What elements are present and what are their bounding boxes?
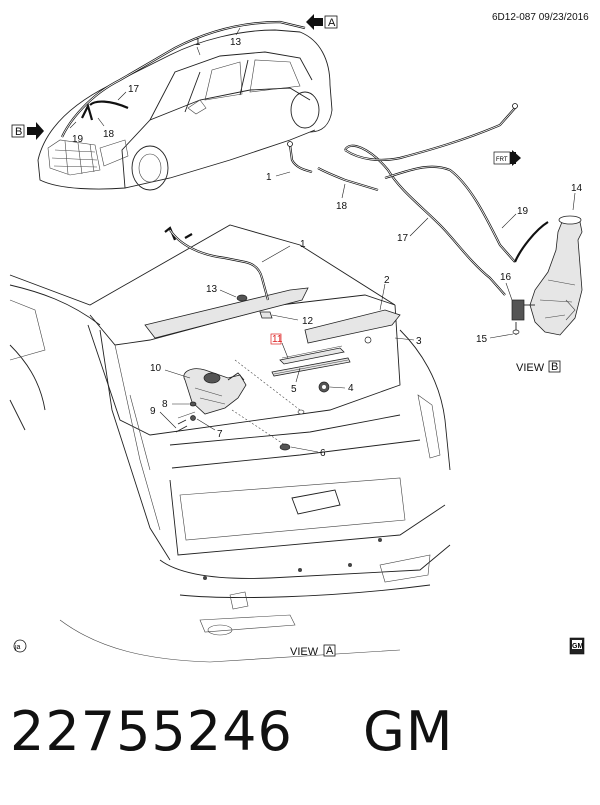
washer-reservoir — [511, 215, 583, 336]
part-number-footer: 22755246 GM — [10, 700, 453, 763]
hose-callouts: 1 18 17 19 14 16 15 — [266, 171, 583, 345]
view-b-caption-text: VIEW — [516, 362, 545, 374]
diagram-code: 6D12-087 09/23/2016 — [492, 12, 589, 23]
callout-17-hose: 17 — [397, 233, 409, 244]
callout-3: 3 — [416, 336, 422, 347]
callout-1-overview: 1 — [195, 37, 201, 48]
grommet-13 — [236, 294, 248, 302]
part-number: 22755246 — [10, 700, 293, 763]
callout-14: 14 — [571, 183, 583, 194]
callout-16: 16 — [500, 272, 512, 283]
callout-10: 10 — [150, 363, 162, 374]
callout-1-hose: 1 — [266, 172, 272, 183]
view-a-caption: VIEW A — [290, 644, 336, 658]
callout-18-overview: 18 — [103, 129, 115, 140]
view-b-arrow: B — [11, 122, 44, 140]
callout-19-overview: 19 — [72, 134, 84, 145]
callout-1-rear: 1 — [300, 239, 306, 250]
view-b-caption-tag: B — [551, 361, 558, 373]
washer-hose-assembly — [287, 103, 549, 296]
callout-5: 5 — [291, 384, 297, 395]
wiper-motor — [183, 368, 247, 415]
view-a-caption-text: VIEW — [290, 646, 319, 658]
brand-name: GM — [363, 700, 454, 763]
overview-callouts: 1 13 17 19 18 — [69, 27, 242, 145]
washer-nozzle — [259, 311, 273, 319]
callout-7: 7 — [217, 429, 223, 440]
gm-logo-small: GM — [569, 637, 585, 655]
view-a-caption-tag: A — [326, 645, 334, 657]
rear-car-body — [9, 224, 451, 663]
view-a-arrow: A — [306, 14, 338, 30]
callout-6: 6 — [320, 448, 326, 459]
view-b-tag: B — [15, 126, 22, 138]
overview-car — [37, 20, 333, 191]
callout-12: 12 — [302, 316, 314, 327]
callout-13-rear: 13 — [206, 284, 218, 295]
explode-lines — [231, 359, 305, 446]
forward-arrow: FRT — [493, 150, 521, 166]
callout-17-overview: 17 — [128, 84, 140, 95]
callout-9: 9 — [150, 406, 156, 417]
wiper-blade — [271, 357, 351, 377]
view-b-caption: VIEW B — [516, 360, 561, 374]
callout-8: 8 — [162, 399, 168, 410]
gm-logo-small-text: GM — [572, 643, 583, 650]
view-a-tag: A — [328, 17, 336, 29]
callout-15: 15 — [476, 334, 488, 345]
small-fasteners — [175, 401, 197, 433]
wiper-arm — [279, 309, 401, 365]
callout-18-hose: 18 — [336, 201, 348, 212]
callout-2: 2 — [384, 275, 390, 286]
callout-13-overview: 13 — [230, 37, 242, 48]
rear-callouts: 1 13 12 2 3 11 10 5 4 8 9 7 6 — [150, 239, 422, 459]
ja-badge: ja — [13, 639, 27, 653]
callout-4: 4 — [348, 383, 354, 394]
parts-diagram: 6D12-087 09/23/2016 1 13 17 — [9, 12, 589, 663]
ja-badge-text: ja — [14, 644, 21, 651]
forward-label: FRT — [496, 157, 508, 163]
grommet-6 — [279, 443, 291, 451]
nut-4 — [318, 381, 330, 393]
callout-19-hose: 19 — [517, 206, 529, 217]
callout-11: 11 — [272, 334, 283, 345]
rear-view-hose — [164, 226, 270, 301]
